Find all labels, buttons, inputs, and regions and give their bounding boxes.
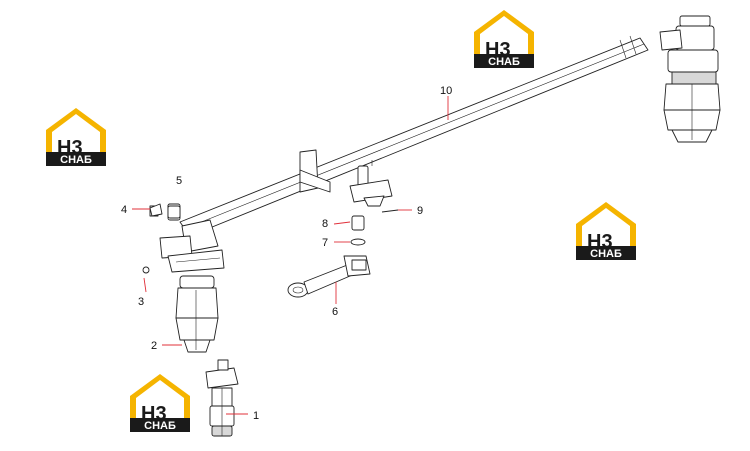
watermark-logo-right: H3 СНАБ xyxy=(576,202,636,260)
tie-rod-tube xyxy=(179,35,649,237)
callout-10: 10 xyxy=(440,85,452,97)
callout-7: 7 xyxy=(322,237,328,249)
washer-part-7 xyxy=(350,238,366,246)
left-knuckle-lower xyxy=(175,275,219,353)
leader-lines xyxy=(132,96,449,415)
watermark-logo-bottom: H3 СНАБ xyxy=(130,374,190,432)
callout-5: 5 xyxy=(176,175,182,187)
watermark-logo-left: H3 СНАБ xyxy=(46,108,106,166)
bushing-part-5 xyxy=(167,205,181,219)
callout-9: 9 xyxy=(417,205,423,217)
callout-4: 4 xyxy=(121,204,127,216)
logo-caption: СНАБ xyxy=(144,420,176,432)
bolt-part-4 xyxy=(149,203,163,217)
nut-part-3 xyxy=(142,266,150,274)
right-knuckle-assembly xyxy=(659,15,721,143)
steering-cylinder-rod xyxy=(287,255,371,298)
nut-part-8 xyxy=(351,215,365,231)
callout-6: 6 xyxy=(332,306,338,318)
callout-8: 8 xyxy=(322,218,328,230)
logo-caption: СНАБ xyxy=(488,56,520,68)
logo-caption: СНАБ xyxy=(60,154,92,166)
watermark-logo-top: H3 СНАБ xyxy=(474,10,534,68)
callout-numbers: 1 2 3 4 5 6 7 8 9 10 xyxy=(121,85,452,422)
cotter-pin-part-9 xyxy=(381,209,399,213)
callout-1: 1 xyxy=(253,410,259,422)
callout-2: 2 xyxy=(151,340,157,352)
logo-caption: СНАБ xyxy=(590,248,622,260)
king-pin xyxy=(205,359,239,437)
callout-3: 3 xyxy=(138,296,144,308)
steering-arm xyxy=(349,160,393,207)
